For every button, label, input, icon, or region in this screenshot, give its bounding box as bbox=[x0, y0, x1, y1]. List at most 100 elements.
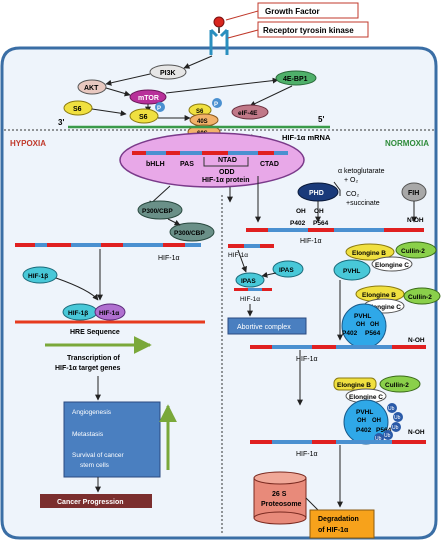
receptor-icon bbox=[209, 30, 229, 55]
pi3k-node bbox=[149, 64, 187, 80]
svg-text:Elongine B: Elongine B bbox=[352, 250, 386, 257]
svg-text:Cullin-2: Cullin-2 bbox=[408, 294, 432, 301]
hif1a-node bbox=[94, 303, 126, 321]
normoxia-heading: NORMOXIA bbox=[385, 139, 429, 148]
cancer-progression-box bbox=[40, 494, 152, 508]
p300-cbp-node-1 bbox=[137, 200, 183, 220]
svg-text:P402: P402 bbox=[342, 330, 358, 337]
svg-text:OH: OH bbox=[357, 418, 366, 424]
proteosome-icon bbox=[253, 471, 307, 525]
p300-cbp-node-2 bbox=[169, 222, 215, 242]
hif1a-strand-ipas bbox=[228, 244, 274, 248]
svg-text:P: P bbox=[214, 102, 218, 108]
svg-text:CTAD: CTAD bbox=[260, 161, 279, 168]
svg-text:Elongine C: Elongine C bbox=[349, 394, 383, 401]
svg-text:of HIF-1α: of HIF-1α bbox=[318, 527, 349, 534]
hif-protein-label: HIF-1α protein bbox=[202, 177, 249, 184]
s6-mid-label: S6 bbox=[139, 114, 148, 121]
hif1a-strand-normoxia-3 bbox=[250, 440, 426, 444]
svg-text:Ub: Ub bbox=[394, 415, 401, 421]
ipas-node-2 bbox=[235, 272, 265, 288]
svg-text:Ub: Ub bbox=[375, 436, 382, 442]
svg-text:Cullin-2: Cullin-2 bbox=[401, 248, 425, 255]
svg-text:Transcription of: Transcription of bbox=[67, 355, 121, 362]
eif4e-label: eIF-4E bbox=[238, 110, 258, 117]
eif4e-node bbox=[231, 104, 269, 120]
svg-text:IPAS: IPAS bbox=[279, 267, 294, 274]
svg-text:HIF-1α: HIF-1α bbox=[300, 238, 322, 245]
svg-text:Elongine C: Elongine C bbox=[367, 304, 401, 311]
svg-text:+succinate: +succinate bbox=[346, 200, 380, 207]
ipas-node-1 bbox=[272, 260, 304, 278]
svg-text:NTAD: NTAD bbox=[218, 157, 237, 164]
growth-factor-label-box bbox=[257, 2, 359, 19]
hif1a-strand-normoxia-1 bbox=[246, 228, 424, 232]
s6-left-label: S6 bbox=[73, 106, 82, 113]
svg-text:N-OH: N-OH bbox=[407, 217, 424, 224]
svg-text:Angiogenesis: Angiogenesis bbox=[72, 409, 112, 416]
degradation-box bbox=[309, 509, 375, 539]
svg-text:PVHL: PVHL bbox=[354, 313, 371, 320]
hif1b-node-1 bbox=[22, 266, 58, 284]
svg-text:HIF-1α: HIF-1α bbox=[158, 255, 180, 262]
s6-mid-node bbox=[129, 108, 159, 124]
svg-text:P300/CBP: P300/CBP bbox=[142, 208, 173, 215]
svg-text:Degradation: Degradation bbox=[318, 516, 359, 523]
elongine-b-node-1 bbox=[345, 243, 395, 261]
svg-text:P300/CBP: P300/CBP bbox=[174, 230, 205, 237]
svg-text:α ketoglutarate: α ketoglutarate bbox=[338, 168, 385, 175]
akt-node bbox=[77, 79, 107, 95]
s6-left-node bbox=[63, 100, 93, 116]
svg-text:HIF-1α: HIF-1α bbox=[296, 451, 318, 458]
cullin2-node-2 bbox=[403, 287, 441, 305]
svg-text:Elongine B: Elongine B bbox=[362, 292, 396, 299]
svg-text:Survival of cancer: Survival of cancer bbox=[72, 452, 124, 459]
elongine-c-node-1 bbox=[371, 256, 413, 272]
svg-text:FIH: FIH bbox=[408, 190, 419, 197]
svg-text:PAS: PAS bbox=[180, 161, 194, 168]
svg-text:3': 3' bbox=[58, 118, 64, 127]
svg-text:PHD: PHD bbox=[309, 190, 324, 197]
svg-text:Elongine B: Elongine B bbox=[337, 382, 371, 389]
svg-text:CO₂: CO₂ bbox=[346, 191, 360, 198]
outcomes-box bbox=[63, 401, 161, 478]
abortive-complex-box bbox=[227, 317, 307, 335]
svg-text:Elongine C: Elongine C bbox=[375, 262, 409, 269]
svg-text:HIF-1α: HIF-1α bbox=[228, 252, 248, 259]
svg-text:Ub: Ub bbox=[388, 406, 395, 412]
svg-text:Abortive complex: Abortive complex bbox=[237, 324, 291, 331]
svg-text:HIF-1α: HIF-1α bbox=[240, 296, 260, 303]
4ebp1-label: 4E-BP1 bbox=[283, 76, 308, 83]
svg-text:OH: OH bbox=[370, 322, 379, 328]
svg-text:OH: OH bbox=[372, 418, 381, 424]
growth-factor-label: Growth Factor bbox=[265, 7, 320, 16]
cullin2-node-1 bbox=[395, 241, 437, 259]
phospho-icon-2 bbox=[212, 98, 222, 108]
svg-text:IPAS: IPAS bbox=[241, 278, 256, 285]
svg-text:Cancer Progression: Cancer Progression bbox=[57, 499, 124, 506]
svg-text:Ub: Ub bbox=[392, 425, 399, 431]
svg-text:Ub: Ub bbox=[384, 433, 391, 439]
svg-text:ODD: ODD bbox=[219, 169, 235, 176]
svg-text:P402: P402 bbox=[356, 427, 372, 434]
svg-text:PVHL: PVHL bbox=[356, 409, 373, 416]
cullin2-node-3 bbox=[379, 375, 421, 393]
svg-text:P564: P564 bbox=[313, 220, 329, 227]
svg-text:N-OH: N-OH bbox=[408, 337, 425, 344]
hif1a-strand-normoxia-2 bbox=[250, 345, 426, 349]
svg-text:5': 5' bbox=[318, 115, 324, 124]
svg-text:P: P bbox=[157, 106, 161, 112]
hif-mrna-label: HIF-1α mRNA bbox=[282, 133, 331, 142]
svg-text:OH: OH bbox=[296, 208, 306, 215]
svg-text:P564: P564 bbox=[365, 330, 381, 337]
hypoxia-heading: HYPOXIA bbox=[10, 139, 46, 148]
svg-text:P402: P402 bbox=[290, 220, 306, 227]
svg-text:26 S: 26 S bbox=[272, 491, 287, 498]
svg-text:Metastasis: Metastasis bbox=[72, 431, 104, 438]
receptor-label-box bbox=[257, 21, 369, 38]
akt-label: AKT bbox=[84, 85, 99, 92]
phospho-icon-1 bbox=[155, 102, 165, 112]
svg-text:HIF-1α target genes: HIF-1α target genes bbox=[55, 365, 120, 372]
svg-text:stem cells: stem cells bbox=[80, 462, 110, 469]
receptor-label: Receptor tyrosin kinase bbox=[263, 26, 354, 35]
